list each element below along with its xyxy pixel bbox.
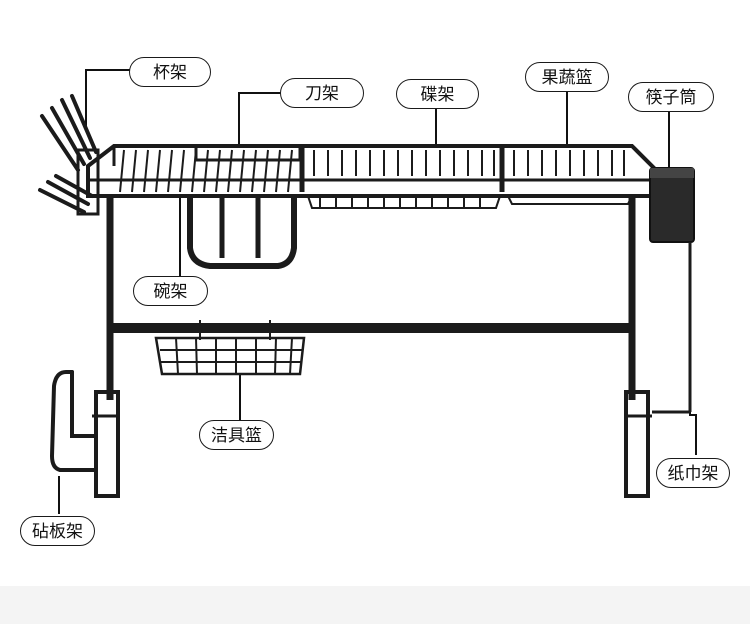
label-fruit-basket: 果蔬篮 — [525, 62, 609, 92]
bowl-rack — [187, 196, 297, 269]
knife-rack — [194, 144, 302, 162]
plate-basket — [307, 195, 633, 209]
label-towel-rack: 纸巾架 — [656, 458, 730, 488]
leader-cup-rack — [85, 69, 130, 130]
cutting-board-rack — [49, 370, 98, 472]
cup-rack — [38, 94, 100, 216]
label-knife-rack: 刀架 — [280, 78, 364, 108]
label-plate-rack: 碟架 — [396, 79, 479, 109]
chopstick-holder — [649, 167, 695, 243]
label-chopstick-holder: 筷子筒 — [628, 82, 714, 112]
cleaning-basket — [154, 320, 306, 376]
leader-knife-rack — [238, 92, 282, 146]
towel-rack — [652, 242, 692, 414]
rack-frame — [86, 144, 658, 498]
rack-wires — [119, 149, 625, 193]
label-bowl-rack: 碗架 — [133, 276, 208, 306]
label-cleaning-basket: 洁具篮 — [199, 420, 274, 450]
bottom-band — [0, 586, 750, 624]
label-cutting-board-rack: 砧板架 — [20, 516, 95, 546]
label-cup-rack: 杯架 — [129, 57, 211, 87]
